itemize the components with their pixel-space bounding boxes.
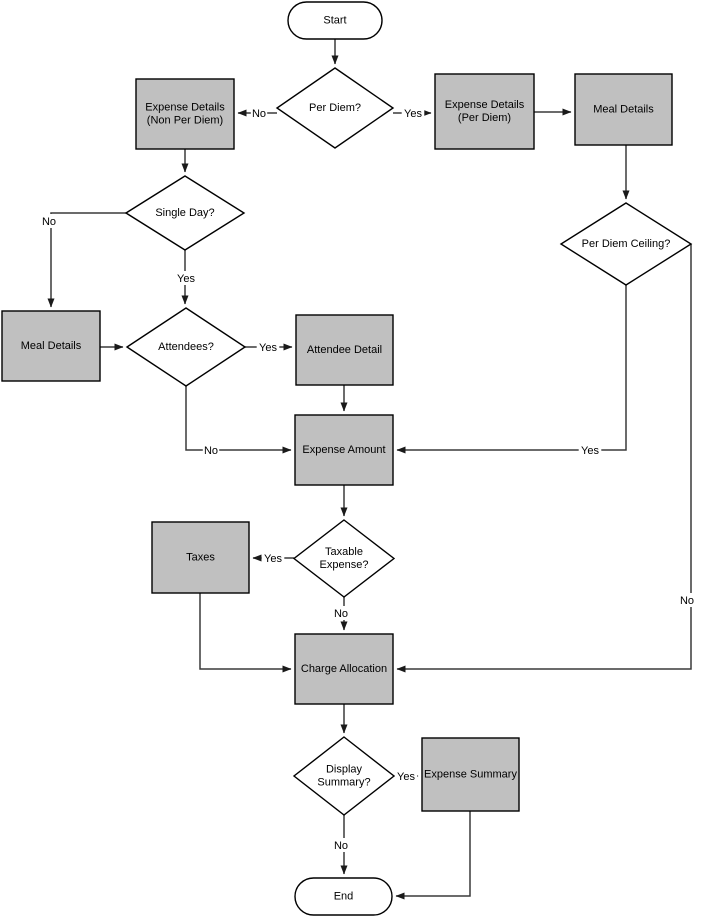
edge-single-day-no [47, 212, 126, 308]
edge-label-attendees-no: No [204, 445, 218, 457]
node-expense-summary[interactable]: Expense Summary [421, 737, 520, 812]
edge-label-attendees-yes: Yes [259, 342, 277, 354]
node-label-expense-details-non-per-diem: Expense Details(Non Per Diem) [145, 101, 225, 126]
node-start[interactable]: Start [287, 1, 383, 40]
process-box-meal-details-right [574, 73, 673, 146]
edge-label-display-yes: Yes [397, 771, 415, 783]
node-label-attendee-detail: Attendee Detail [307, 344, 382, 356]
process-box-expense-details-non-per-diem [135, 78, 235, 150]
process-box-expense-amount [294, 414, 394, 486]
node-label-end: End [334, 890, 354, 902]
node-per-diem-ceiling[interactable]: Per Diem Ceiling? [559, 202, 693, 286]
node-label-expense-summary: Expense Summary [424, 768, 517, 780]
edge-ceiling-no [396, 244, 692, 673]
edge-label-bg-single-day-yes [174, 271, 198, 285]
node-label-single-day: Single Day? [155, 207, 214, 219]
node-label-start: Start [323, 14, 346, 26]
edges-layer [47, 39, 692, 900]
edge-label-bg-display-yes [394, 769, 418, 783]
edge-label-bg-display-no [332, 838, 350, 852]
edge-label-bg-attendees-no [202, 443, 220, 457]
edge-label-ceiling-yes: Yes [581, 445, 599, 457]
edge-label-bg-taxable-yes [261, 551, 285, 565]
decision-diamond-attendees [125, 307, 247, 387]
decision-diamond-single-day [124, 175, 246, 251]
edge-label-bg-ceiling-yes [578, 443, 602, 457]
decision-diamond-display-summary [292, 736, 396, 816]
node-attendee-detail[interactable]: Attendee Detail [295, 314, 394, 386]
process-box-attendee-detail [295, 314, 394, 386]
edge-label-bg-taxable-no [332, 606, 350, 620]
node-expense-amount[interactable]: Expense Amount [294, 414, 394, 486]
edge-label-bg-per-diem-yes [401, 106, 425, 120]
node-meal-details-right[interactable]: Meal Details [574, 73, 673, 146]
edge-label-single-day-no: No [42, 216, 56, 228]
edge-label-per-diem-no: No [252, 108, 266, 120]
node-per-diem[interactable]: Per Diem? [275, 67, 395, 149]
node-expense-details-per-diem[interactable]: Expense Details(Per Diem) [434, 73, 535, 150]
edge-label-taxable-yes: Yes [264, 553, 282, 565]
edge-label-bg-attendees-yes [256, 340, 280, 354]
edge-attendees-no [185, 386, 292, 454]
edge-taxes-to-charge [199, 593, 292, 673]
node-label-per-diem: Per Diem? [309, 102, 361, 114]
node-label-attendees: Attendees? [158, 341, 214, 353]
node-charge-allocation[interactable]: Charge Allocation [294, 633, 394, 705]
node-meal-details-left[interactable]: Meal Details [1, 310, 101, 382]
edge-label-bg-per-diem-no [250, 106, 268, 120]
edge-label-single-day-yes: Yes [177, 273, 195, 285]
edge-label-taxable-no: No [334, 608, 348, 620]
process-box-charge-allocation [294, 633, 394, 705]
terminator-shape-end [294, 877, 393, 916]
decision-diamond-per-diem [275, 67, 395, 149]
node-taxes[interactable]: Taxes [151, 521, 250, 594]
node-attendees[interactable]: Attendees? [125, 307, 247, 387]
node-end[interactable]: End [294, 877, 393, 916]
edge-summary-to-end [395, 811, 471, 900]
node-expense-details-non-per-diem[interactable]: Expense Details(Non Per Diem) [135, 78, 235, 150]
node-single-day[interactable]: Single Day? [124, 175, 246, 251]
node-label-meal-details-left: Meal Details [21, 340, 82, 352]
process-box-expense-details-per-diem [434, 73, 535, 150]
edge-ceiling-yes [396, 285, 627, 454]
process-box-expense-summary [421, 737, 520, 812]
node-label-per-diem-ceiling: Per Diem Ceiling? [582, 238, 671, 250]
process-box-taxes [151, 521, 250, 594]
terminator-shape-start [287, 1, 383, 40]
process-box-meal-details-left [1, 310, 101, 382]
edge-label-ceiling-no: No [680, 595, 694, 607]
node-label-meal-details-right: Meal Details [593, 103, 654, 115]
edge-label-bg-ceiling-no [678, 593, 696, 607]
node-label-taxes: Taxes [186, 551, 215, 563]
node-label-expense-amount: Expense Amount [302, 444, 385, 456]
decision-diamond-taxable-expense [292, 519, 396, 598]
node-label-expense-details-per-diem: Expense Details(Per Diem) [445, 99, 525, 124]
node-label-charge-allocation: Charge Allocation [301, 663, 387, 675]
edge-label-bg-single-day-no [40, 214, 58, 228]
edge-label-per-diem-yes: Yes [404, 108, 422, 120]
decision-diamond-per-diem-ceiling [559, 202, 693, 286]
edge-label-display-no: No [334, 840, 348, 852]
